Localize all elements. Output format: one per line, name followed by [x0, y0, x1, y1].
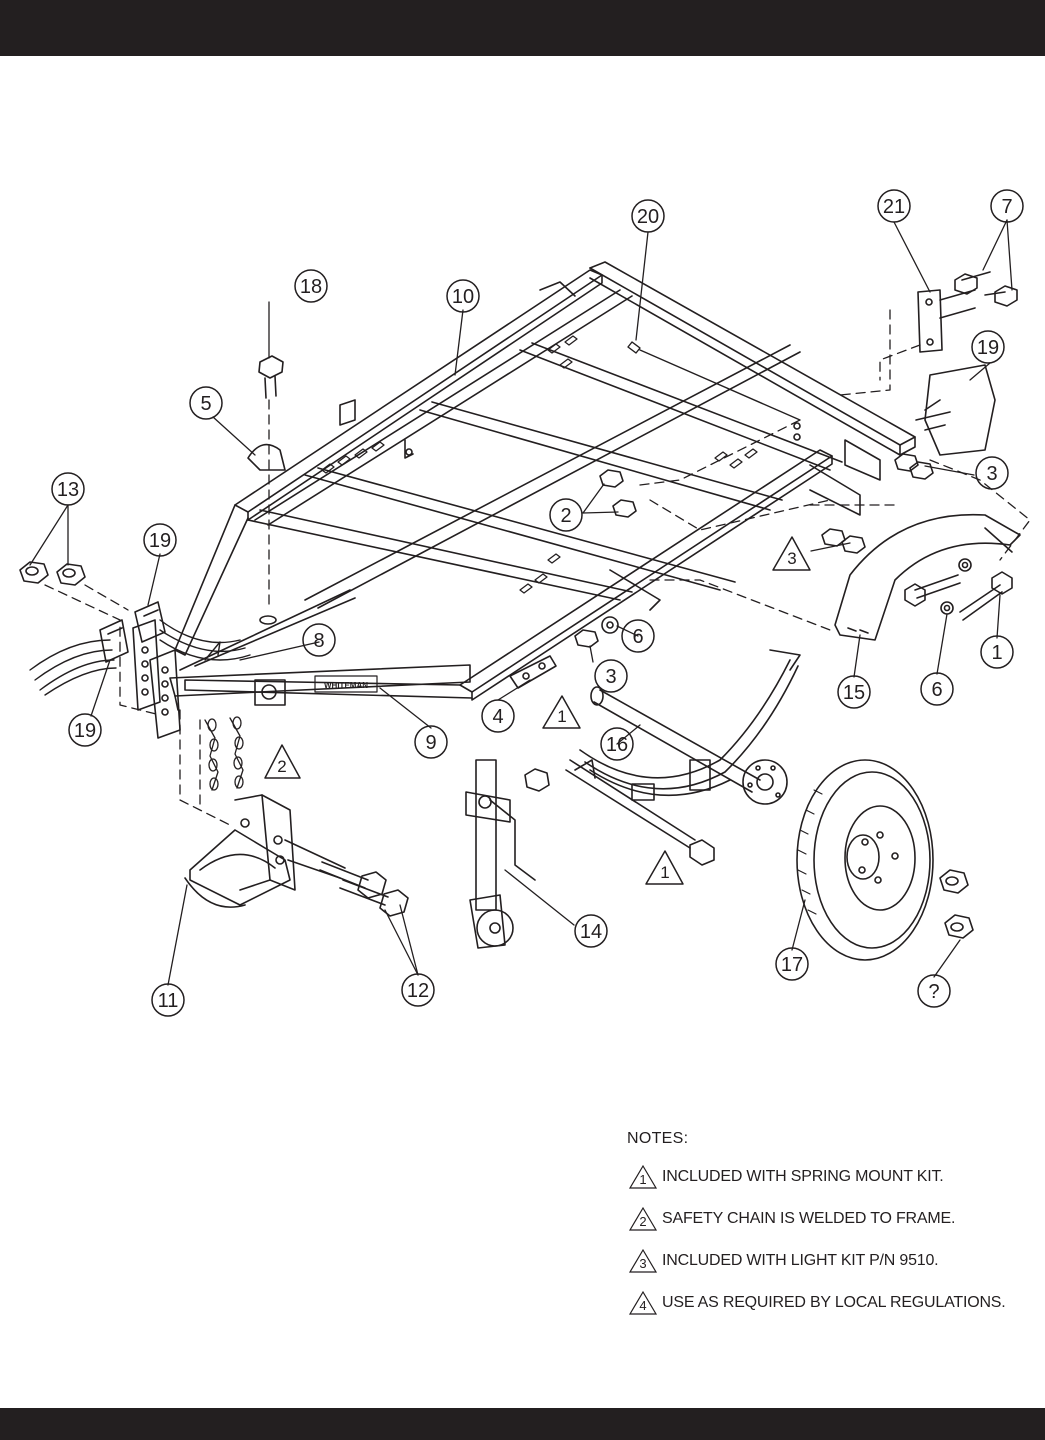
- wiring: [29, 341, 801, 696]
- tongue: [132, 589, 471, 739]
- warning-triangle-icon: 2: [627, 1206, 659, 1232]
- assembly-lines: [44, 309, 1031, 826]
- callout-13: 13: [57, 479, 79, 501]
- callout-unknown: ?: [928, 981, 939, 1003]
- nuts-13: [19, 561, 86, 586]
- callout-21: 21: [883, 196, 905, 218]
- notes-panel: NOTES: 1 INCLUDED WITH SPRING MOUNT KIT.…: [627, 1130, 1045, 1332]
- callout-12: 12: [407, 980, 429, 1002]
- leader-lines: [29, 219, 1013, 986]
- safety-chains: [204, 716, 244, 791]
- callout-19-plug: 19: [149, 530, 171, 552]
- warning-triangle-icon: 1: [627, 1164, 659, 1190]
- callout-19-socket: 19: [74, 720, 96, 742]
- note-number: 3: [639, 1256, 647, 1271]
- note-item: 2 SAFETY CHAIN IS WELDED TO FRAME.: [627, 1206, 1045, 1232]
- wheel: [796, 759, 934, 961]
- callout-8: 8: [313, 630, 324, 652]
- callout-10: 10: [452, 286, 474, 308]
- frame-logo: WHITEMAN: [324, 681, 368, 690]
- callout-3-rear: 3: [986, 463, 997, 485]
- light-bracket: [917, 271, 1018, 353]
- header-bar: [0, 0, 1045, 56]
- callout-4: 4: [492, 706, 503, 728]
- callout-14: 14: [580, 921, 602, 943]
- callout-17: 17: [781, 954, 803, 976]
- callout-18: 18: [300, 276, 322, 298]
- coupler: [184, 794, 296, 908]
- note-ref-1-spring: 1: [557, 707, 566, 726]
- callout-3-frame: 3: [605, 666, 616, 688]
- note-text: INCLUDED WITH SPRING MOUNT KIT.: [662, 1168, 944, 1185]
- tail-light: [915, 364, 996, 456]
- axle-spring: [579, 649, 801, 805]
- note-text: SAFETY CHAIN IS WELDED TO FRAME.: [662, 1210, 956, 1227]
- callout-5: 5: [200, 393, 211, 415]
- callout-6-fender: 6: [931, 679, 942, 701]
- trailer-exploded-diagram: 20 10 18 5 21 7 19 3 2 13 19 19 8 9 4 6 …: [19, 189, 1031, 1017]
- callout-15: 15: [843, 682, 865, 704]
- callout-16: 16: [606, 734, 628, 756]
- note-ref-1-bolt: 1: [660, 863, 669, 882]
- note-number: 2: [639, 1214, 647, 1229]
- callout-2: 2: [560, 505, 571, 527]
- callout-19-lamp: 19: [977, 337, 999, 359]
- callout-11: 11: [158, 990, 179, 1012]
- note-number: 4: [639, 1298, 647, 1313]
- note-number: 1: [639, 1172, 647, 1187]
- footer-bar: [0, 1408, 1045, 1440]
- callout-circles: [51, 189, 1024, 1017]
- note-item: 1 INCLUDED WITH SPRING MOUNT KIT.: [627, 1164, 1045, 1190]
- note-item: 3 INCLUDED WITH LIGHT KIT P/N 9510.: [627, 1248, 1045, 1274]
- note-triangles: [264, 536, 811, 885]
- callout-9: 9: [425, 732, 436, 754]
- warning-triangle-icon: 3: [627, 1248, 659, 1274]
- main-frame: [174, 261, 916, 701]
- note-text: USE AS REQUIRED BY LOCAL REGULATIONS.: [662, 1294, 1006, 1311]
- fender-hardware: [601, 558, 1013, 634]
- tongue-jack: [465, 759, 536, 949]
- note-ref-2: 2: [277, 757, 286, 776]
- callout-1: 1: [991, 642, 1002, 664]
- coupler-bolts: [284, 839, 409, 917]
- callout-6-axle: 6: [632, 626, 643, 648]
- note-ref-3: 3: [787, 549, 796, 568]
- small-hardware: [247, 355, 934, 866]
- callout-20: 20: [637, 206, 659, 228]
- notes-title: NOTES:: [627, 1130, 689, 1147]
- warning-triangle-icon: 4: [627, 1290, 659, 1316]
- wheel-nuts: [939, 869, 974, 939]
- note-item: 4 USE AS REQUIRED BY LOCAL REGULATIONS.: [627, 1290, 1045, 1316]
- note-text: INCLUDED WITH LIGHT KIT P/N 9510.: [662, 1252, 939, 1269]
- callout-7: 7: [1001, 196, 1012, 218]
